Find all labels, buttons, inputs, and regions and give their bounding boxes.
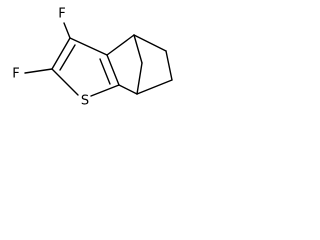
- bond-c3-f: [63, 22, 71, 39]
- bond-c7a-c7: [118, 84, 138, 95]
- bond-c3-c2: [51, 37, 71, 70]
- bond-c3a-c7a-double: [99, 58, 111, 85]
- molecule-structure-diagram: F F S: [12, 7, 173, 109]
- bond-c3a-c4: [106, 34, 135, 56]
- bond-c4-bridge: [133, 34, 143, 64]
- bond-s-c7a: [90, 84, 120, 97]
- bond-c6-c7: [136, 79, 173, 95]
- bond-c2-s: [51, 68, 79, 96]
- fluorine-label-top: F: [58, 7, 65, 22]
- bond-c4-c5: [133, 34, 167, 52]
- bond-c3-c3a: [69, 37, 108, 56]
- bond-c5-c6: [165, 50, 173, 81]
- bond-c3-c2-double: [59, 44, 76, 71]
- bond-c2-f: [24, 68, 53, 74]
- bond-bridge-c7: [136, 62, 143, 95]
- bond-c3a-c7a: [106, 54, 120, 86]
- sulfur-label: S: [81, 94, 89, 109]
- fluorine-label-left: F: [12, 67, 19, 82]
